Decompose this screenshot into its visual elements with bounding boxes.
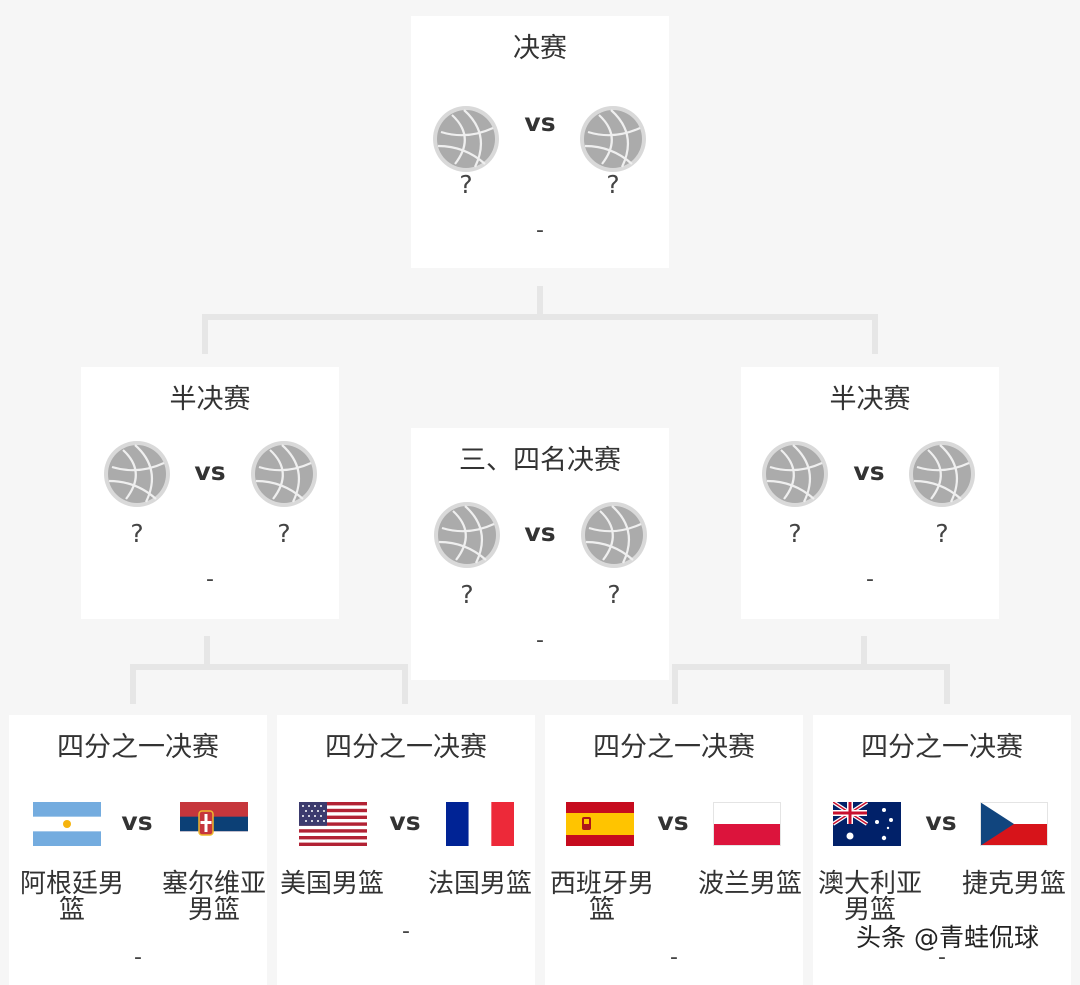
semifinal-right-card[interactable]: 半决赛 vs ? ? - — [741, 367, 999, 619]
team2-name: ? — [277, 519, 291, 548]
match-title: 三、四名决赛 — [459, 445, 621, 476]
match-title: 四分之一决赛 — [861, 732, 1023, 763]
serbia-flag-icon — [180, 802, 248, 846]
team2-name: 塞尔维亚男篮 — [161, 869, 266, 925]
match-score: - — [402, 919, 410, 944]
quarterfinal-card-3[interactable]: 四分之一决赛 vs 西班牙男篮 波兰男篮 - — [545, 715, 803, 985]
poland-flag-icon — [713, 802, 781, 846]
connector-line — [202, 314, 208, 354]
match-score: - — [536, 218, 544, 243]
watermark-text: 头条 @青蛙侃球 — [856, 923, 1039, 952]
france-flag-icon — [446, 802, 514, 846]
connector-line — [861, 636, 867, 668]
match-title: 四分之一决赛 — [57, 732, 219, 763]
connector-line — [672, 664, 678, 704]
connector-line — [130, 664, 136, 704]
australia-flag-icon — [833, 802, 901, 846]
team2-name: 法国男篮 — [427, 869, 532, 899]
argentina-flag-icon — [33, 802, 101, 846]
connector-line — [202, 314, 878, 320]
quarterfinal-card-4[interactable]: 四分之一决赛 vs 澳大利亚男篮 捷克男篮 - — [813, 715, 1071, 985]
basketball-icon — [579, 500, 649, 570]
basketball-icon — [578, 104, 648, 174]
match-title: 四分之一决赛 — [325, 732, 487, 763]
team2-name: ? — [606, 170, 620, 199]
team1-name: ? — [788, 519, 802, 548]
match-title: 半决赛 — [169, 384, 251, 415]
semifinal-left-card[interactable]: 半决赛 vs ? ? - — [81, 367, 339, 619]
connector-line — [672, 664, 950, 670]
match-score: - — [866, 567, 874, 592]
vs-label: vs — [925, 807, 957, 836]
match-score: - — [134, 945, 142, 970]
vs-label: vs — [194, 457, 226, 486]
match-title: 四分之一决赛 — [593, 732, 755, 763]
vs-label: vs — [853, 457, 885, 486]
vs-label: vs — [121, 807, 153, 836]
vs-label: vs — [524, 108, 556, 137]
match-title: 决赛 — [513, 33, 567, 64]
team2-name: ? — [935, 519, 949, 548]
connector-line — [204, 636, 210, 668]
vs-label: vs — [524, 518, 556, 547]
spain-flag-icon — [566, 802, 634, 846]
basketball-icon — [249, 439, 319, 509]
team1-name: 澳大利亚男篮 — [817, 869, 922, 925]
team1-name: ? — [130, 519, 144, 548]
basketball-icon — [431, 104, 501, 174]
team1-name: ? — [460, 580, 474, 609]
quarterfinal-card-1[interactable]: 四分之一决赛 vs 阿根廷男篮 塞尔维亚男篮 - — [9, 715, 267, 985]
match-score: - — [206, 567, 214, 592]
third-place-match-card[interactable]: 三、四名决赛 vs ? ? - — [411, 428, 669, 680]
match-score: - — [536, 628, 544, 653]
vs-label: vs — [389, 807, 421, 836]
vs-label: vs — [657, 807, 689, 836]
match-title: 半决赛 — [829, 384, 911, 415]
basketball-icon — [432, 500, 502, 570]
quarterfinal-card-2[interactable]: 四分之一决赛 vs — [277, 715, 535, 985]
team2-name: 捷克男篮 — [961, 869, 1066, 899]
connector-line — [537, 286, 543, 320]
team1-name: 美国男篮 — [279, 869, 384, 899]
basketball-icon — [760, 439, 830, 509]
match-score: - — [938, 945, 946, 970]
connector-line — [944, 664, 950, 704]
team1-name: 阿根廷男篮 — [19, 869, 124, 925]
czech-flag-icon — [980, 802, 1048, 846]
match-score: - — [670, 945, 678, 970]
team2-name: 波兰男篮 — [697, 869, 802, 899]
basketball-icon — [907, 439, 977, 509]
basketball-icon — [102, 439, 172, 509]
final-match-card[interactable]: 决赛 vs ? ? - — [411, 16, 669, 268]
connector-line — [402, 664, 408, 704]
team1-name: 西班牙男篮 — [549, 869, 654, 925]
usa-flag-icon — [299, 802, 367, 846]
team1-name: ? — [459, 170, 473, 199]
connector-line — [130, 664, 408, 670]
connector-line — [872, 314, 878, 354]
team2-name: ? — [607, 580, 621, 609]
